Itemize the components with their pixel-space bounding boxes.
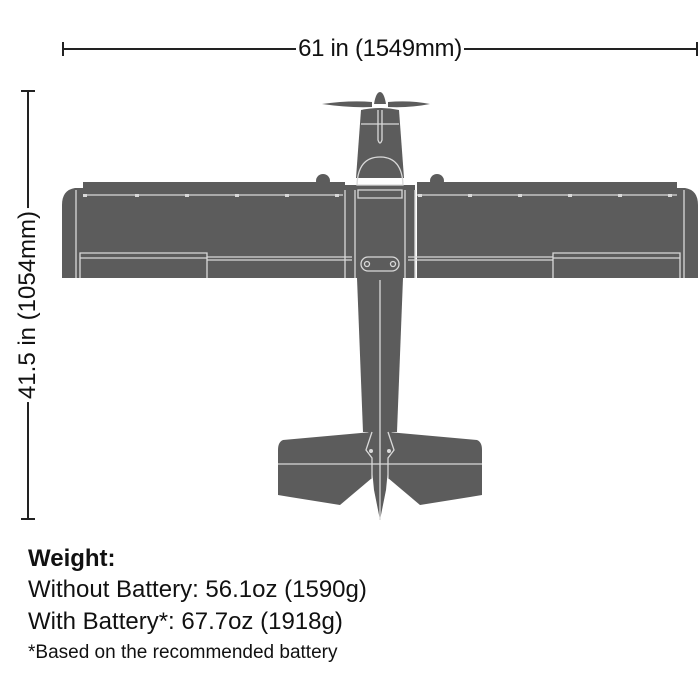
weight-specs: Weight: Without Battery: 56.1oz (1590g) …: [28, 544, 367, 668]
weight-without-battery: Without Battery: 56.1oz (1590g): [28, 576, 367, 603]
dimension-tick-right: [696, 42, 698, 56]
weight-title: Weight:: [28, 545, 116, 572]
wingspan-dimension: 61 in (1549mm): [62, 35, 698, 62]
dimension-tick-bottom: [21, 518, 35, 520]
length-dimension: 41.5 in (1054mm): [14, 90, 42, 520]
wingspan-label: 61 in (1549mm): [296, 35, 464, 62]
weight-footnote: *Based on the recommended battery: [28, 642, 338, 663]
weight-with-battery: With Battery*: 67.7oz (1918g): [28, 608, 343, 635]
